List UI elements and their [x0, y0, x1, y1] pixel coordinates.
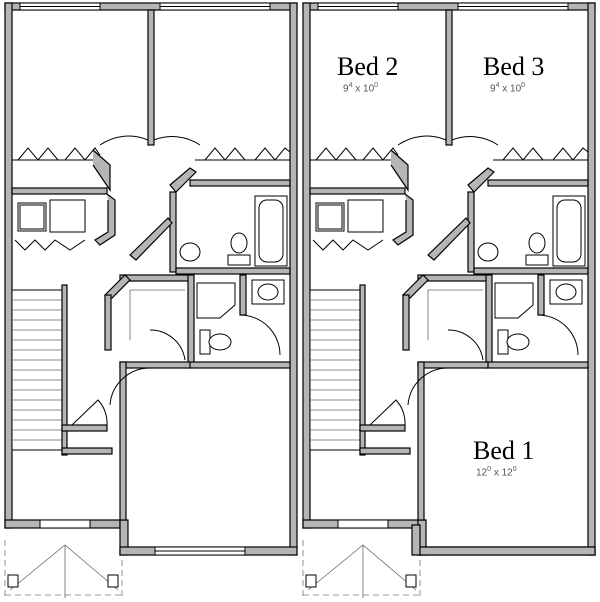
room-label-bed-1: Bed 1	[473, 436, 535, 465]
room-label-bed-3: Bed 3	[483, 52, 545, 81]
room-dimensions-bed-3: 94 x 100	[490, 82, 526, 95]
unit-left	[4, 2, 298, 599]
room-label-bed-2: Bed 2	[337, 52, 399, 81]
right-bottom-wall	[417, 546, 596, 556]
room-dimensions-bed-1: 120 x 120	[476, 466, 517, 479]
room-dimensions-bed-2: 94 x 100	[343, 82, 379, 95]
